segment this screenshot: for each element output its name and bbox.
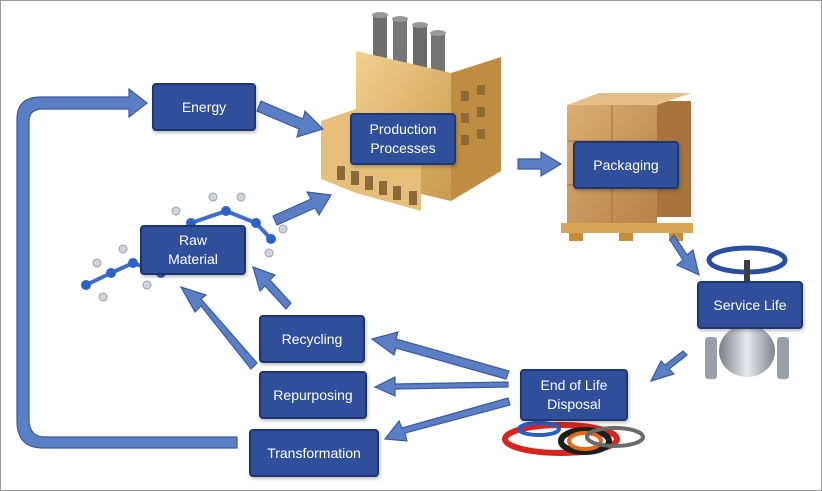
arrow-transformation-loop-to-energy [16,87,238,449]
arrow-energy-to-production [256,100,325,138]
node-end-of-life-label: End of Life Disposal [540,377,608,412]
arrow-raw-to-production [272,191,332,226]
node-energy: Energy [152,83,256,131]
node-packaging: Packaging [573,141,679,189]
node-end-of-life-disposal: End of Life Disposal [520,369,628,421]
node-packaging-label: Packaging [593,156,659,173]
node-production-processes: Production Processes [350,113,456,165]
seal-rings-illustration [502,421,645,456]
node-energy-label: Energy [181,98,227,115]
node-production-label: Production Processes [369,121,437,156]
node-recycling: Recycling [259,315,365,363]
factory-illustration [321,12,501,211]
arrow-endoflife-to-recycling [370,331,510,380]
molecule-illustration [81,192,288,302]
node-repurposing: Repurposing [259,371,367,419]
node-repurposing-label: Repurposing [273,386,353,403]
arrow-endoflife-to-repurposing [373,376,509,397]
arrow-packaging-to-service [669,233,700,277]
arrow-recycling-to-raw [252,266,292,310]
node-service-life-label: Service Life [713,296,787,313]
node-raw-material: Raw Material [140,225,246,275]
flow-arrows [16,87,700,449]
arrow-repurposing-to-raw [179,285,258,370]
node-service-life: Service Life [697,281,803,329]
node-recycling-label: Recycling [281,330,343,347]
node-transformation-label: Transformation [267,444,361,461]
arrow-endoflife-to-transformation [383,397,511,442]
arrow-production-to-packaging [517,150,563,178]
arrow-service-to-endoflife [649,350,688,382]
node-raw-material-label: Raw Material [168,232,218,267]
node-transformation: Transformation [249,429,379,477]
